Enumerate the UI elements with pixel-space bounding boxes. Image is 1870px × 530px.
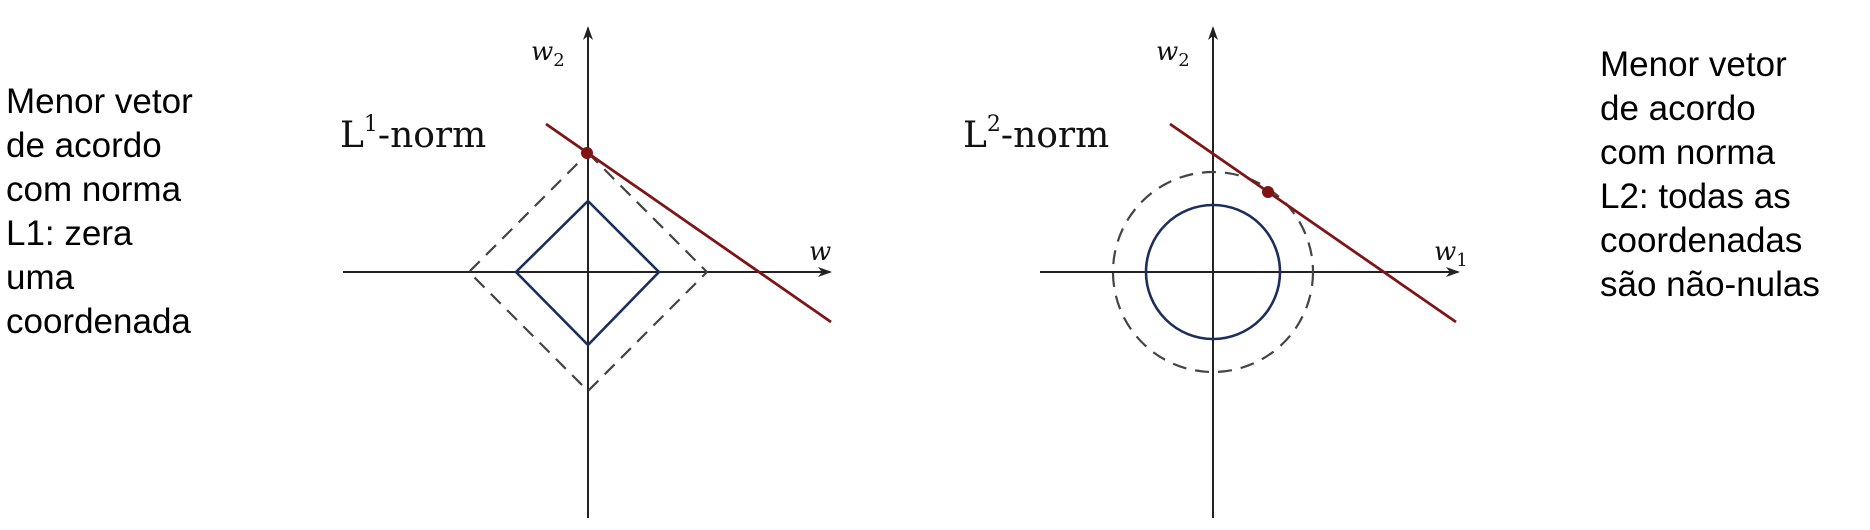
l2-x-axis-label-sub: 1: [1456, 250, 1467, 271]
svg-text:w1: w1: [1434, 237, 1468, 271]
l1-dashed-ball: [467, 151, 709, 393]
right-annotation-line: com norma: [1600, 133, 1776, 172]
l2-x-axis-label-base: w: [1434, 237, 1456, 267]
l1-panel: L1-norm w w2: [340, 26, 832, 518]
l2-norm-label-exponent: 2: [987, 112, 1001, 137]
l1-y-axis-label-sub: 2: [553, 50, 564, 71]
left-annotation-line: L1: zera: [6, 214, 133, 253]
l1-norm-label-exponent: 1: [364, 112, 378, 137]
l2-panel: L2-norm w1 w2: [963, 26, 1468, 518]
l2-solution-point: [1262, 186, 1274, 198]
l1-norm-ball: [514, 199, 661, 347]
left-annotation-line: Menor vetor: [6, 82, 193, 121]
l2-norm-ball: [1144, 203, 1282, 341]
svg-text:L1-norm: L1-norm: [340, 112, 486, 156]
left-annotation-line: uma: [6, 258, 75, 297]
l2-constraint-line: [1169, 122, 1457, 324]
left-annotation-line: coordenada: [6, 302, 191, 341]
l1-x-axis-label: w: [809, 237, 831, 267]
svg-text:w2: w2: [1156, 37, 1190, 71]
l1-solution-point: [581, 147, 593, 159]
right-annotation: Menor vetor de acordo com norma L2: toda…: [1600, 43, 1820, 307]
svg-text:L2-norm: L2-norm: [963, 112, 1109, 156]
l2-norm-label-suffix: -norm: [1001, 115, 1109, 156]
l2-dashed-ball: [1111, 170, 1315, 374]
l2-norm-label-base: L: [963, 115, 987, 156]
l1-norm-label-base: L: [340, 115, 364, 156]
l2-y-axis-label-sub: 2: [1178, 50, 1189, 71]
left-annotation: Menor vetor de acordo com norma L1: zera…: [6, 80, 193, 344]
l2-y-axis-label-base: w: [1156, 37, 1178, 67]
l1-y-axis-label-base: w: [531, 37, 553, 67]
svg-text:w2: w2: [531, 37, 565, 71]
right-annotation-line: de acordo: [1600, 89, 1756, 128]
right-annotation-line: Menor vetor: [1600, 45, 1787, 84]
left-annotation-line: de acordo: [6, 126, 162, 165]
l1-constraint-line: [545, 122, 832, 324]
right-annotation-line: L2: todas as: [1600, 177, 1791, 216]
left-annotation-line: com norma: [6, 170, 182, 209]
right-annotation-line: coordenadas: [1600, 221, 1803, 260]
l1-norm-label-suffix: -norm: [378, 115, 486, 156]
right-annotation-line: são não-nulas: [1600, 265, 1820, 304]
